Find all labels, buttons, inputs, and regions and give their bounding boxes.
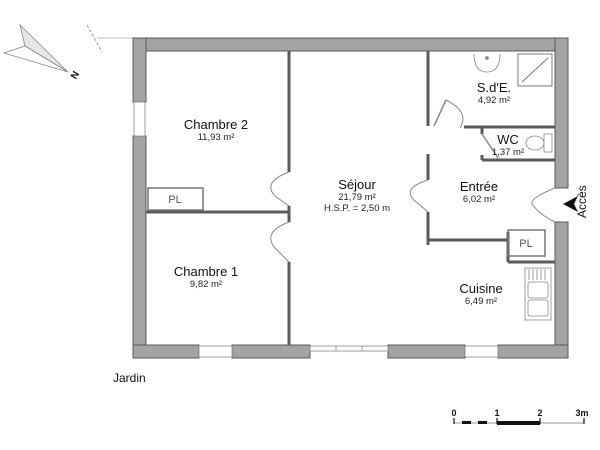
scale-tick-label: 2 [537,408,543,418]
room-area: 4,92 m² [477,94,511,106]
closets [147,187,546,257]
door-swings [270,99,556,263]
toilet-icon [525,133,553,153]
room-name: Chambre 1 [173,264,239,279]
interior-walls [146,51,555,345]
kitchen-sink-icon [524,267,552,321]
north-arrow-icon [2,23,69,73]
scale-tick-label: 0 [451,408,457,418]
scale-tick-label: 1 [494,408,500,418]
access-label: Accès [575,185,589,218]
ceiling-height: H.S.P. = 2,50 m [323,202,391,214]
room-area: 1,37 m² [491,146,525,158]
room-wc: WC 1,37 m² [491,132,525,159]
room-area: 11,93 m² [197,131,235,143]
property-line [86,24,103,53]
room-area: 9,82 m² [189,278,223,290]
room-sejour: Séjour 21,79 m² H.S.P. = 2,50 m [323,177,391,215]
scale-bar [453,418,585,425]
room-name: Séjour [338,177,376,192]
room-sde: S.d'E. 4,92 m² [476,80,512,107]
room-cuisine: Cuisine 6,49 m² [459,281,503,308]
room-area: 6,49 m² [464,295,498,307]
shower-icon [517,53,553,87]
room-chambre-2: Chambre 2 11,93 m² [183,117,249,144]
exterior-walls [132,37,569,359]
room-name: WC [497,132,519,147]
room-name: Entrée [459,179,499,194]
washbasin-icon [473,53,501,73]
closet-label: PL [168,194,182,206]
room-chambre-1: Chambre 1 9,82 m² [173,264,239,291]
room-name: S.d'E. [476,80,512,95]
room-name: Chambre 2 [183,117,249,132]
windows [133,101,499,358]
closet-label: PL [519,238,533,250]
access-arrow-icon [563,196,578,212]
room-area: 21,79 m² [338,191,376,203]
scale-tick-label: 3m [575,408,589,418]
room-area: 6,02 m² [462,193,496,205]
outside-label: Jardin [113,371,146,385]
room-name: Cuisine [459,281,503,296]
room-entree: Entrée 6,02 m² [459,179,499,206]
